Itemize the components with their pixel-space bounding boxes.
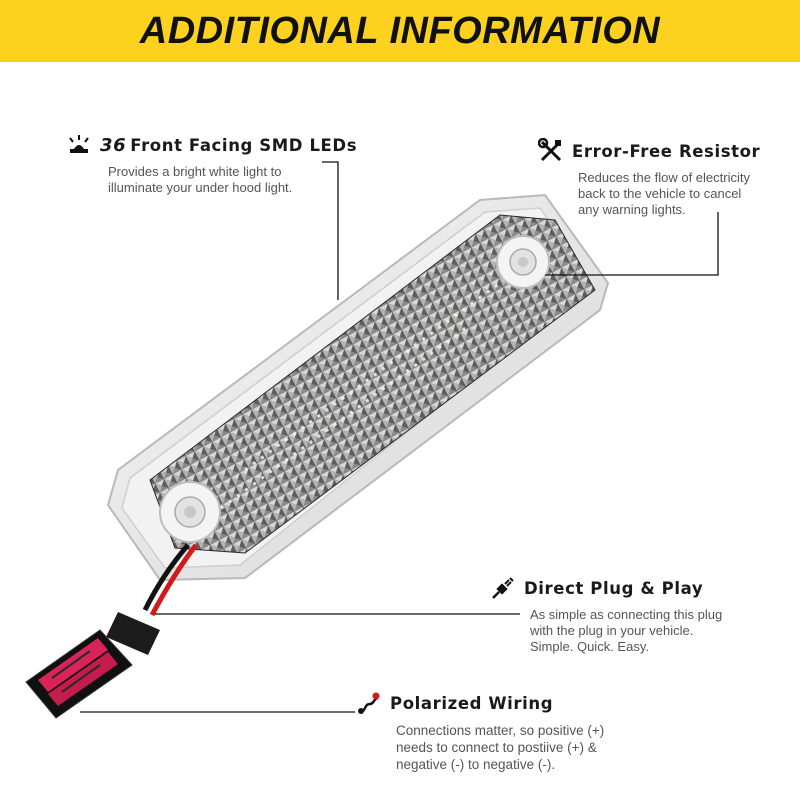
feature-description: Connections matter, so positive (+) need… (396, 723, 605, 772)
feature-description: Provides a bright white light to illumin… (108, 164, 293, 195)
feature-description: Reduces the flow of electricity back to … (578, 170, 750, 217)
smd-led-panel (149, 214, 596, 554)
resistor-callout-line (545, 212, 719, 276)
header-banner: ADDITIONAL INFORMATION (0, 0, 800, 62)
leds-callout-line (322, 161, 339, 300)
wiring-icon (356, 690, 382, 716)
feature-title: Error-Free Resistor (572, 141, 761, 161)
lead-wires (142, 543, 198, 617)
feature-plug-and-play: Direct Plug & Play As simple as connecti… (490, 575, 722, 655)
page-title: ADDITIONAL INFORMATION (139, 9, 661, 52)
screw-boss-top (496, 235, 550, 289)
feature-resistor: Error-Free Resistor Reduces the flow of … (538, 138, 760, 218)
t10-wedge-plug (25, 612, 160, 719)
tools-icon (538, 138, 564, 164)
callout-lines (80, 161, 719, 713)
feature-description: As simple as connecting this plug with t… (530, 607, 723, 654)
led-count: 36 (100, 134, 127, 156)
feature-title: Direct Plug & Play (524, 578, 704, 598)
feature-title: Polarized Wiring (390, 693, 554, 713)
feature-polarized-wiring: Polarized Wiring Connections matter, so … (356, 690, 604, 773)
light-icon (66, 132, 92, 158)
screw-boss-bottom (159, 481, 221, 543)
plug-icon (490, 575, 516, 601)
